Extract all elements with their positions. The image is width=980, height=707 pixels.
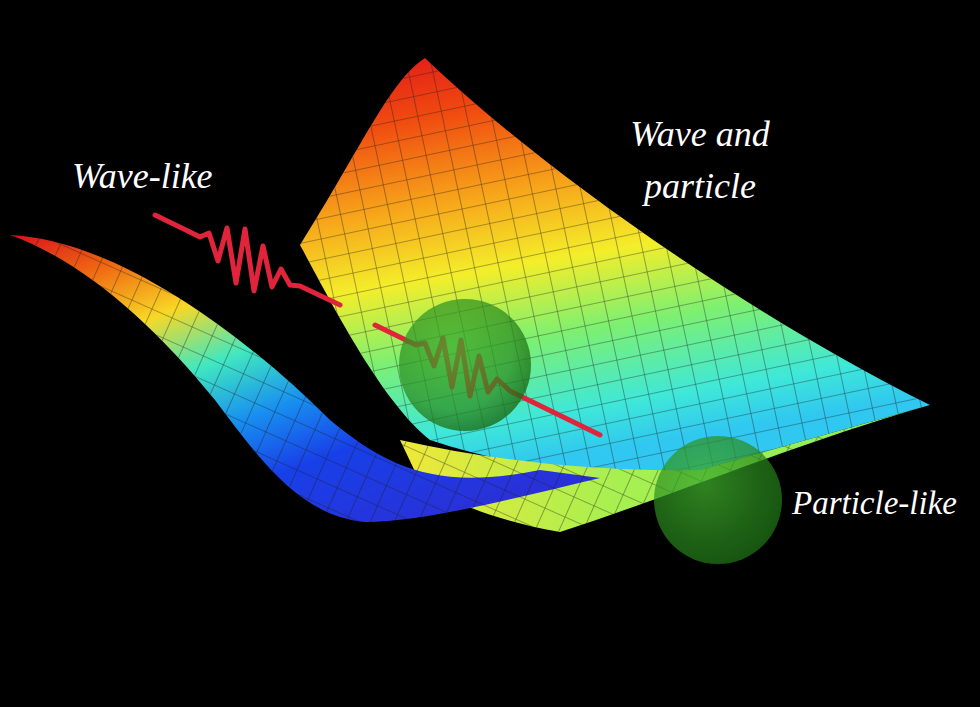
annotation-label: Particle-like — [792, 480, 974, 528]
annotation-label: Wave-like — [72, 150, 312, 202]
annotation-label: Wave and particle — [600, 108, 800, 212]
